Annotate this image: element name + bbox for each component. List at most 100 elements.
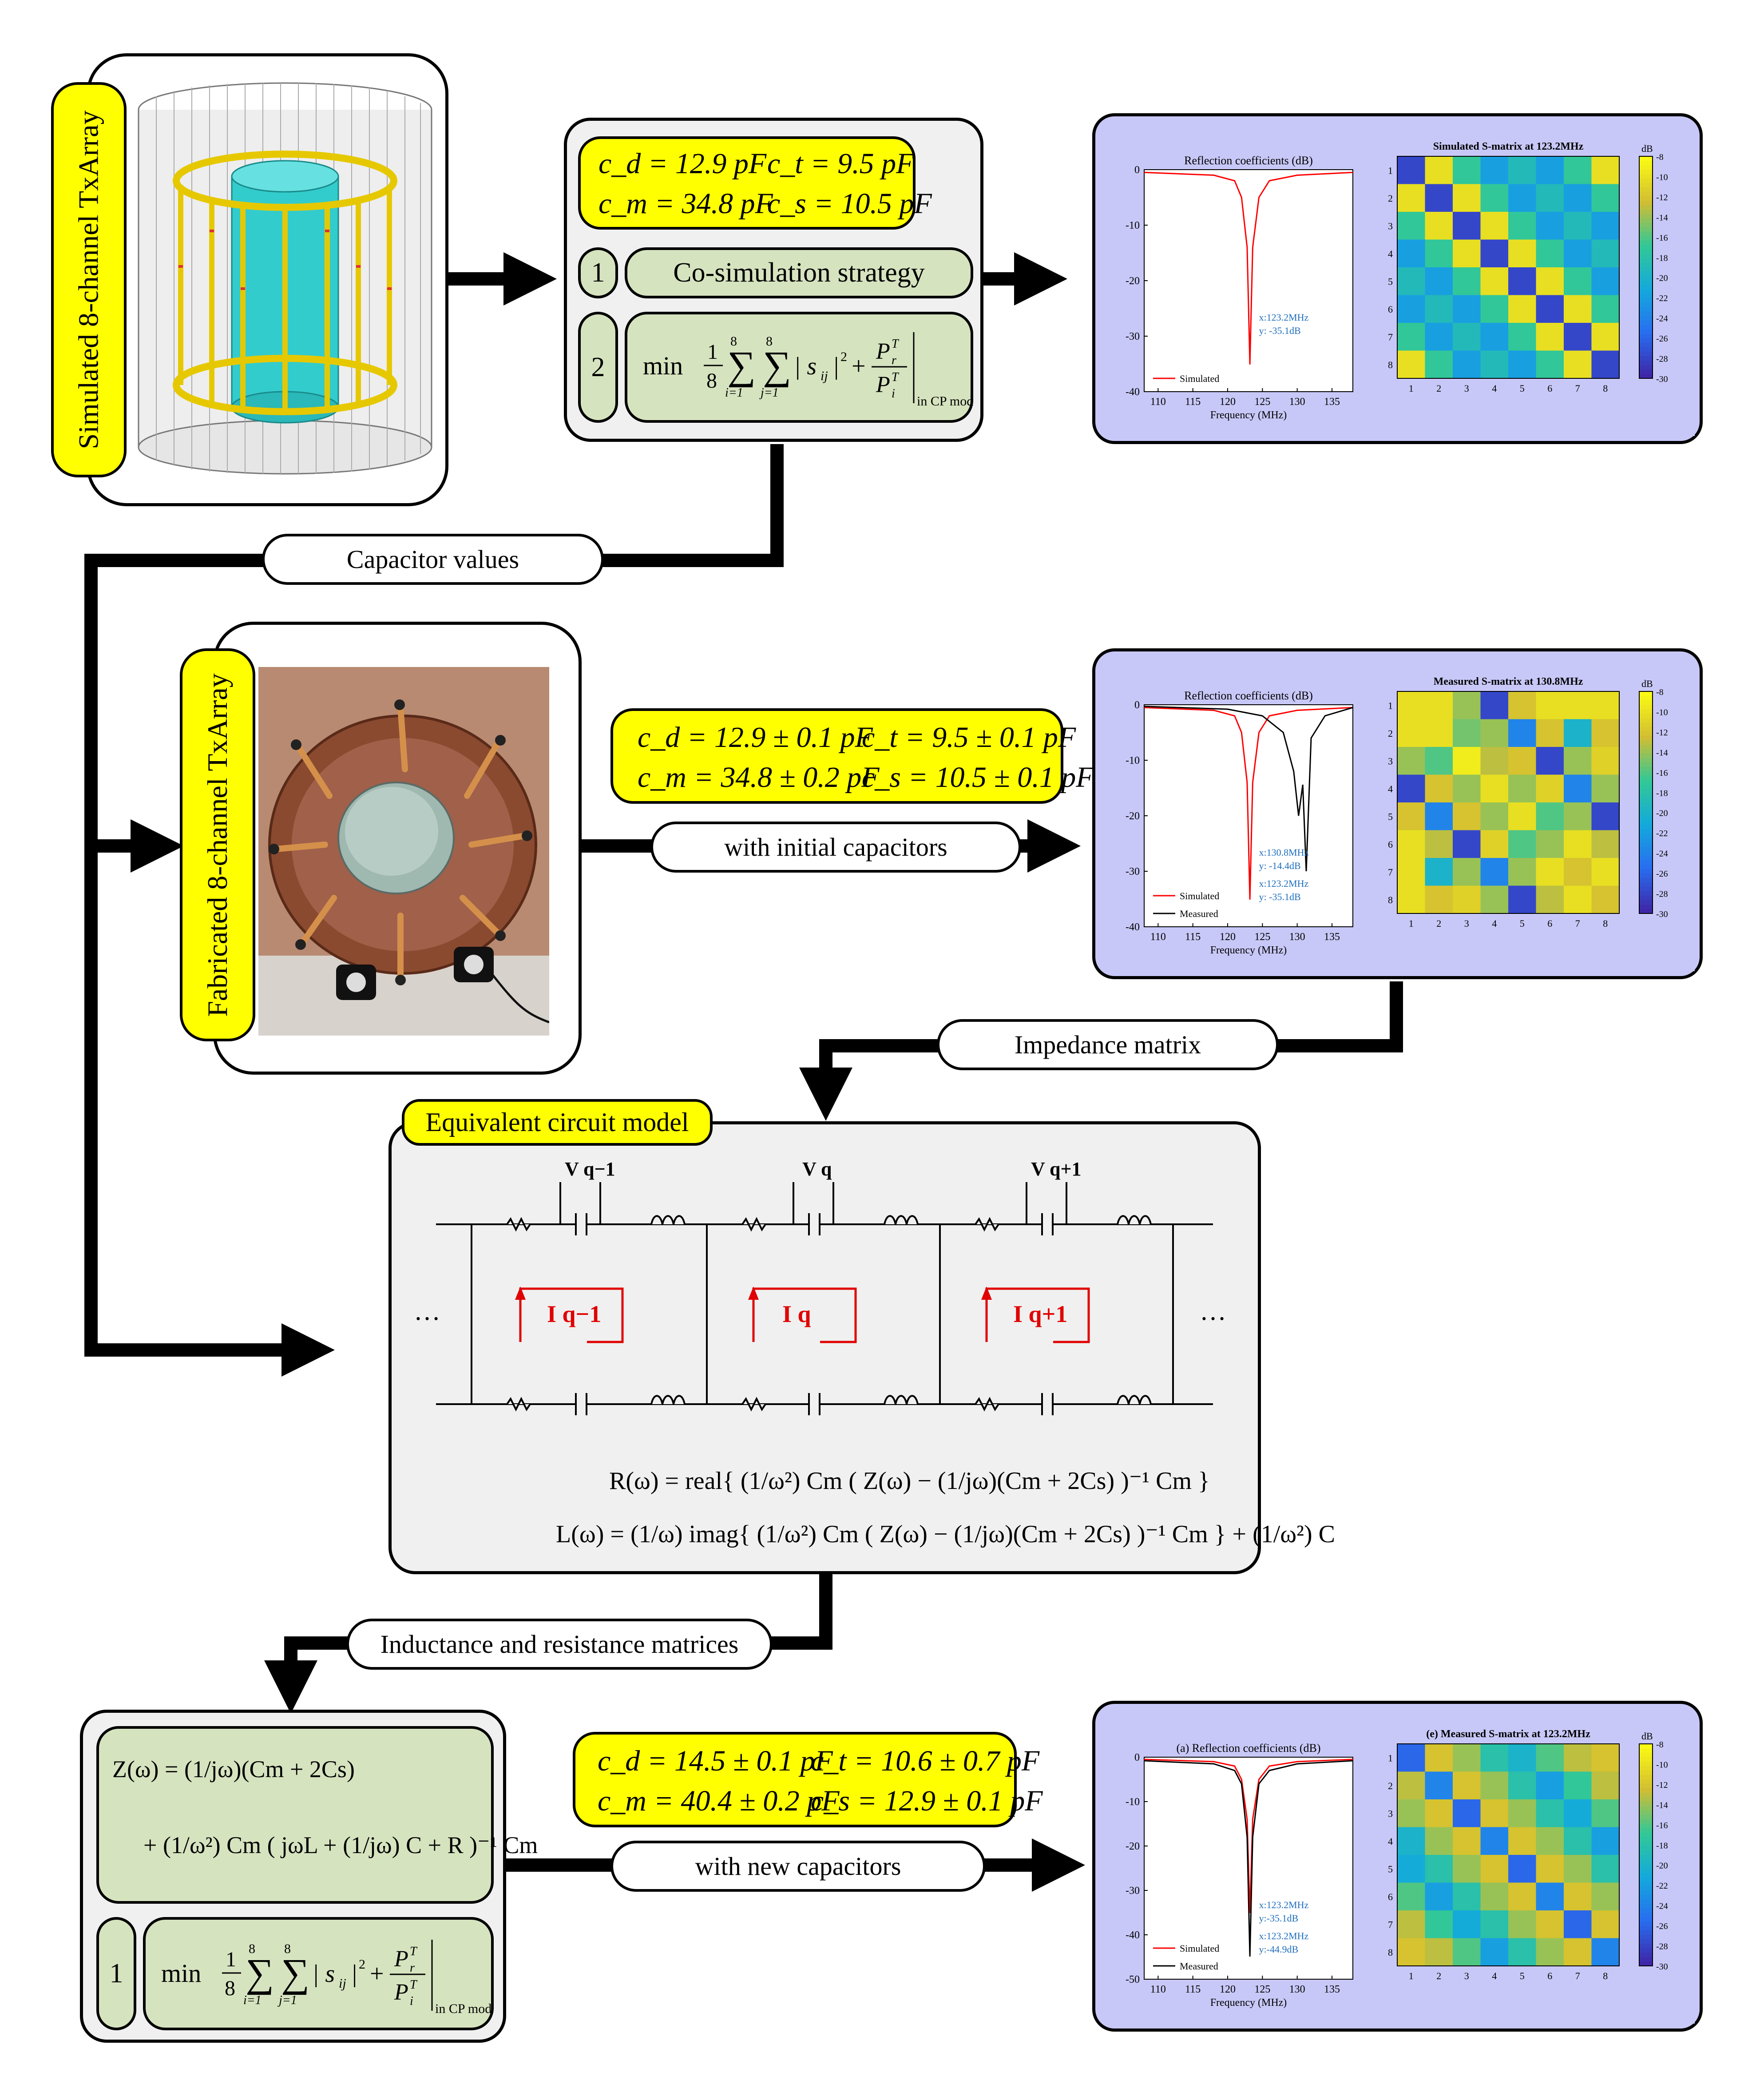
heatmap-cell (1397, 747, 1425, 775)
impedance-model-panel: Z(ω) = (1/jω)(Cm + 2Cs) + (1/ω²) Cm ( jω… (80, 1710, 538, 2043)
heatmap-cell (1536, 267, 1564, 295)
heatmap-cell (1508, 1827, 1536, 1855)
colorbar-tick-label: -20 (1656, 809, 1668, 818)
colorbar-segment (1639, 227, 1653, 232)
heatmap-cell (1397, 802, 1425, 830)
heatmap-cell (1591, 1827, 1620, 1855)
x-axis-label: Frequency (MHz) (1210, 409, 1287, 421)
loop-current-q-1: I q−1 (547, 1301, 601, 1327)
colorbar-segment (1639, 834, 1653, 838)
colorbar-segment (1639, 891, 1653, 896)
heatmap-x-label: 1 (1409, 383, 1414, 394)
x-tick-label: 135 (1324, 1984, 1340, 1995)
colorbar-segment (1639, 374, 1653, 379)
colorbar-frame (1639, 1743, 1653, 1966)
colorbar-segment (1639, 700, 1653, 705)
legend-entry: Measured (1180, 908, 1218, 919)
colorbar-segment (1639, 1935, 1653, 1940)
colorbar-tick-label: -20 (1656, 1861, 1668, 1871)
heatmap-cell (1536, 212, 1564, 240)
heatmap-cell (1480, 350, 1509, 379)
y-tick-label: 0 (1134, 1752, 1140, 1763)
heatmap-cell (1425, 267, 1453, 295)
heatmap-cell (1397, 1938, 1425, 1966)
colorbar-segment (1639, 780, 1653, 785)
x-tick-label: 120 (1220, 1984, 1236, 1995)
colorbar-segment (1639, 329, 1653, 334)
svg-text:P: P (394, 1946, 408, 1972)
colorbar-tick-label: -16 (1656, 233, 1668, 243)
heatmap-cell (1536, 858, 1564, 886)
colorbar-tick-label: -22 (1656, 1881, 1668, 1891)
heatmap-cell (1397, 691, 1425, 719)
heatmap-x-label: 2 (1436, 1970, 1441, 1981)
colorbar-segment (1639, 1913, 1653, 1917)
heatmap-cell (1564, 1744, 1592, 1772)
colorbar-segment (1639, 696, 1653, 701)
colorbar-segment (1639, 1921, 1653, 1926)
heatmap-x-label: 7 (1575, 383, 1580, 394)
heatmap-cell (1397, 212, 1425, 240)
colorbar-segment (1639, 1961, 1653, 1966)
fab-cap-s: c_s = 10.5 ± 0.1 pF (862, 761, 1094, 794)
heatmap-cell (1591, 156, 1620, 184)
heatmap-cell (1453, 212, 1481, 240)
colorbar-segment (1639, 290, 1653, 294)
heatmap-cell (1480, 212, 1509, 240)
heatmap-title: Measured S-matrix at 130.8MHz (1434, 676, 1583, 687)
colorbar-segment (1639, 245, 1653, 250)
heatmap-cell (1564, 1827, 1592, 1855)
colorbar-segment (1639, 762, 1653, 767)
cosim-strategy-label: Co-simulation strategy (625, 247, 973, 298)
heatmap-cell (1536, 1827, 1564, 1855)
heatmap-x-label: 1 (1409, 918, 1414, 929)
colorbar-segment (1639, 214, 1653, 219)
data-tip-label: y:-44.9dB (1259, 1944, 1299, 1955)
y-tick-label: -20 (1126, 810, 1140, 822)
simulated-coil-model-image (138, 82, 432, 475)
heatmap-cell (1425, 802, 1453, 830)
heatmap-cell (1453, 1827, 1481, 1855)
fabricated-coil-photo (258, 667, 549, 1036)
simulated-array-label: Simulated 8-channel TxArray (51, 82, 127, 477)
colorbar-segment (1639, 347, 1653, 352)
heatmap-y-label: 3 (1388, 1808, 1393, 1819)
capacitor-values-label: Capacitor values (262, 534, 604, 585)
svg-text:8: 8 (706, 369, 717, 393)
impedance-eq-line1: Z(ω) = (1/jω)(Cm + 2Cs) (112, 1756, 355, 1782)
colorbar-segment (1639, 365, 1653, 370)
heatmap-cell (1536, 719, 1564, 747)
colorbar-segment (1639, 1930, 1653, 1935)
svg-text:r: r (892, 353, 896, 367)
heatmap-cell (1536, 1855, 1564, 1883)
initial-capacitors-label: with initial capacitors (650, 822, 1021, 873)
heatmap-cell (1453, 1744, 1481, 1772)
heatmap-cell (1480, 267, 1509, 295)
heatmap-cell (1480, 719, 1509, 747)
x-tick-label: 110 (1150, 1984, 1166, 1995)
colorbar-tick-label: -30 (1656, 374, 1668, 384)
impedance-eq-line2: + (1/ω²) Cm ( jωL + (1/jω) C + R )⁻¹ Cm (143, 1832, 538, 1858)
heatmap-x-label: 6 (1547, 1970, 1552, 1981)
colorbar-segment (1639, 896, 1653, 901)
x-tick-label: 125 (1254, 1984, 1270, 1995)
svg-text:i=1: i=1 (243, 1993, 262, 2007)
equivalent-circuit-panel: V q−1 V q V q+1 I q−1 I q I q+1 …… R(ω) … (388, 1121, 1335, 1574)
colorbar-segment (1639, 254, 1653, 259)
heatmap-cell (1425, 691, 1453, 719)
colorbar-segment (1639, 356, 1653, 361)
heatmap-x-label: 1 (1409, 1970, 1414, 1981)
heatmap-cell (1425, 1855, 1453, 1883)
colorbar-segment (1639, 187, 1653, 192)
heatmap-cell (1480, 1744, 1509, 1772)
colorbar-segment (1639, 754, 1653, 758)
heatmap-x-label: 8 (1603, 383, 1608, 394)
colorbar-segment (1639, 851, 1653, 856)
heatmap-cell (1480, 1771, 1509, 1800)
colorbar-segment (1639, 272, 1653, 277)
heatmap-cell (1397, 1827, 1425, 1855)
svg-text:1: 1 (226, 1948, 236, 1971)
colorbar-tick-label: -12 (1656, 728, 1668, 738)
data-tip-label: y: -35.1dB (1259, 325, 1301, 336)
